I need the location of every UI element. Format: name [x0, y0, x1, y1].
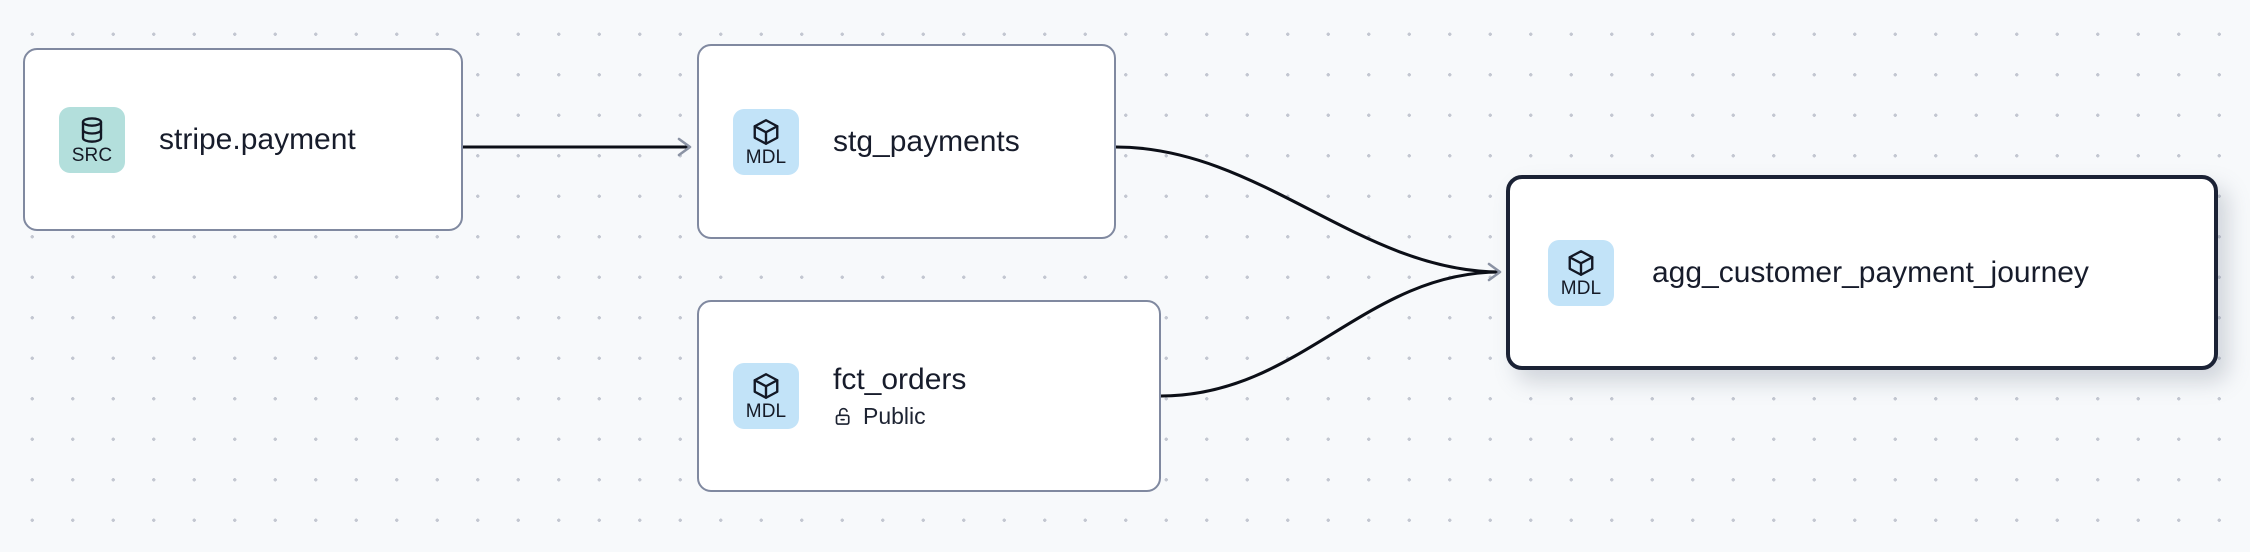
node-stripe-payment[interactable]: SRC stripe.payment: [23, 48, 463, 231]
edge-stg-to-agg: [1115, 145, 1501, 274]
model-badge-label: MDL: [745, 401, 787, 422]
edge-fct-to-agg: [1160, 270, 1501, 398]
model-badge: MDL: [733, 363, 799, 429]
cube-icon: [1568, 249, 1594, 276]
node-body: stripe.payment: [159, 123, 356, 157]
node-title: stripe.payment: [159, 122, 356, 156]
visibility-row: Public: [833, 404, 966, 429]
source-badge-label: SRC: [71, 144, 113, 166]
node-body: stg_payments: [833, 125, 1020, 159]
node-fct-orders[interactable]: MDL fct_orders Public: [697, 300, 1161, 492]
visibility-label: Public: [863, 403, 926, 429]
cube-icon: [753, 118, 779, 145]
source-badge: SRC: [59, 106, 125, 173]
model-badge-label: MDL: [1560, 277, 1602, 299]
model-badge: MDL: [733, 108, 799, 175]
node-stg-payments[interactable]: MDL stg_payments: [697, 44, 1116, 239]
arrow-head-stg: [677, 137, 692, 157]
node-agg-customer-payment-journey[interactable]: MDL agg_customer_payment_journey: [1506, 175, 2218, 370]
arrow-head-agg: [1487, 262, 1502, 282]
node-body: fct_orders Public: [833, 363, 966, 429]
model-badge: MDL: [1548, 239, 1614, 306]
node-body: agg_customer_payment_journey: [1652, 256, 2089, 290]
node-title: agg_customer_payment_journey: [1652, 255, 2089, 289]
node-title: fct_orders: [833, 363, 967, 396]
model-badge-label: MDL: [745, 146, 787, 168]
node-title: stg_payments: [833, 124, 1020, 158]
cube-icon: [753, 373, 779, 399]
database-icon: [81, 116, 103, 143]
unlock-icon: [835, 407, 850, 425]
